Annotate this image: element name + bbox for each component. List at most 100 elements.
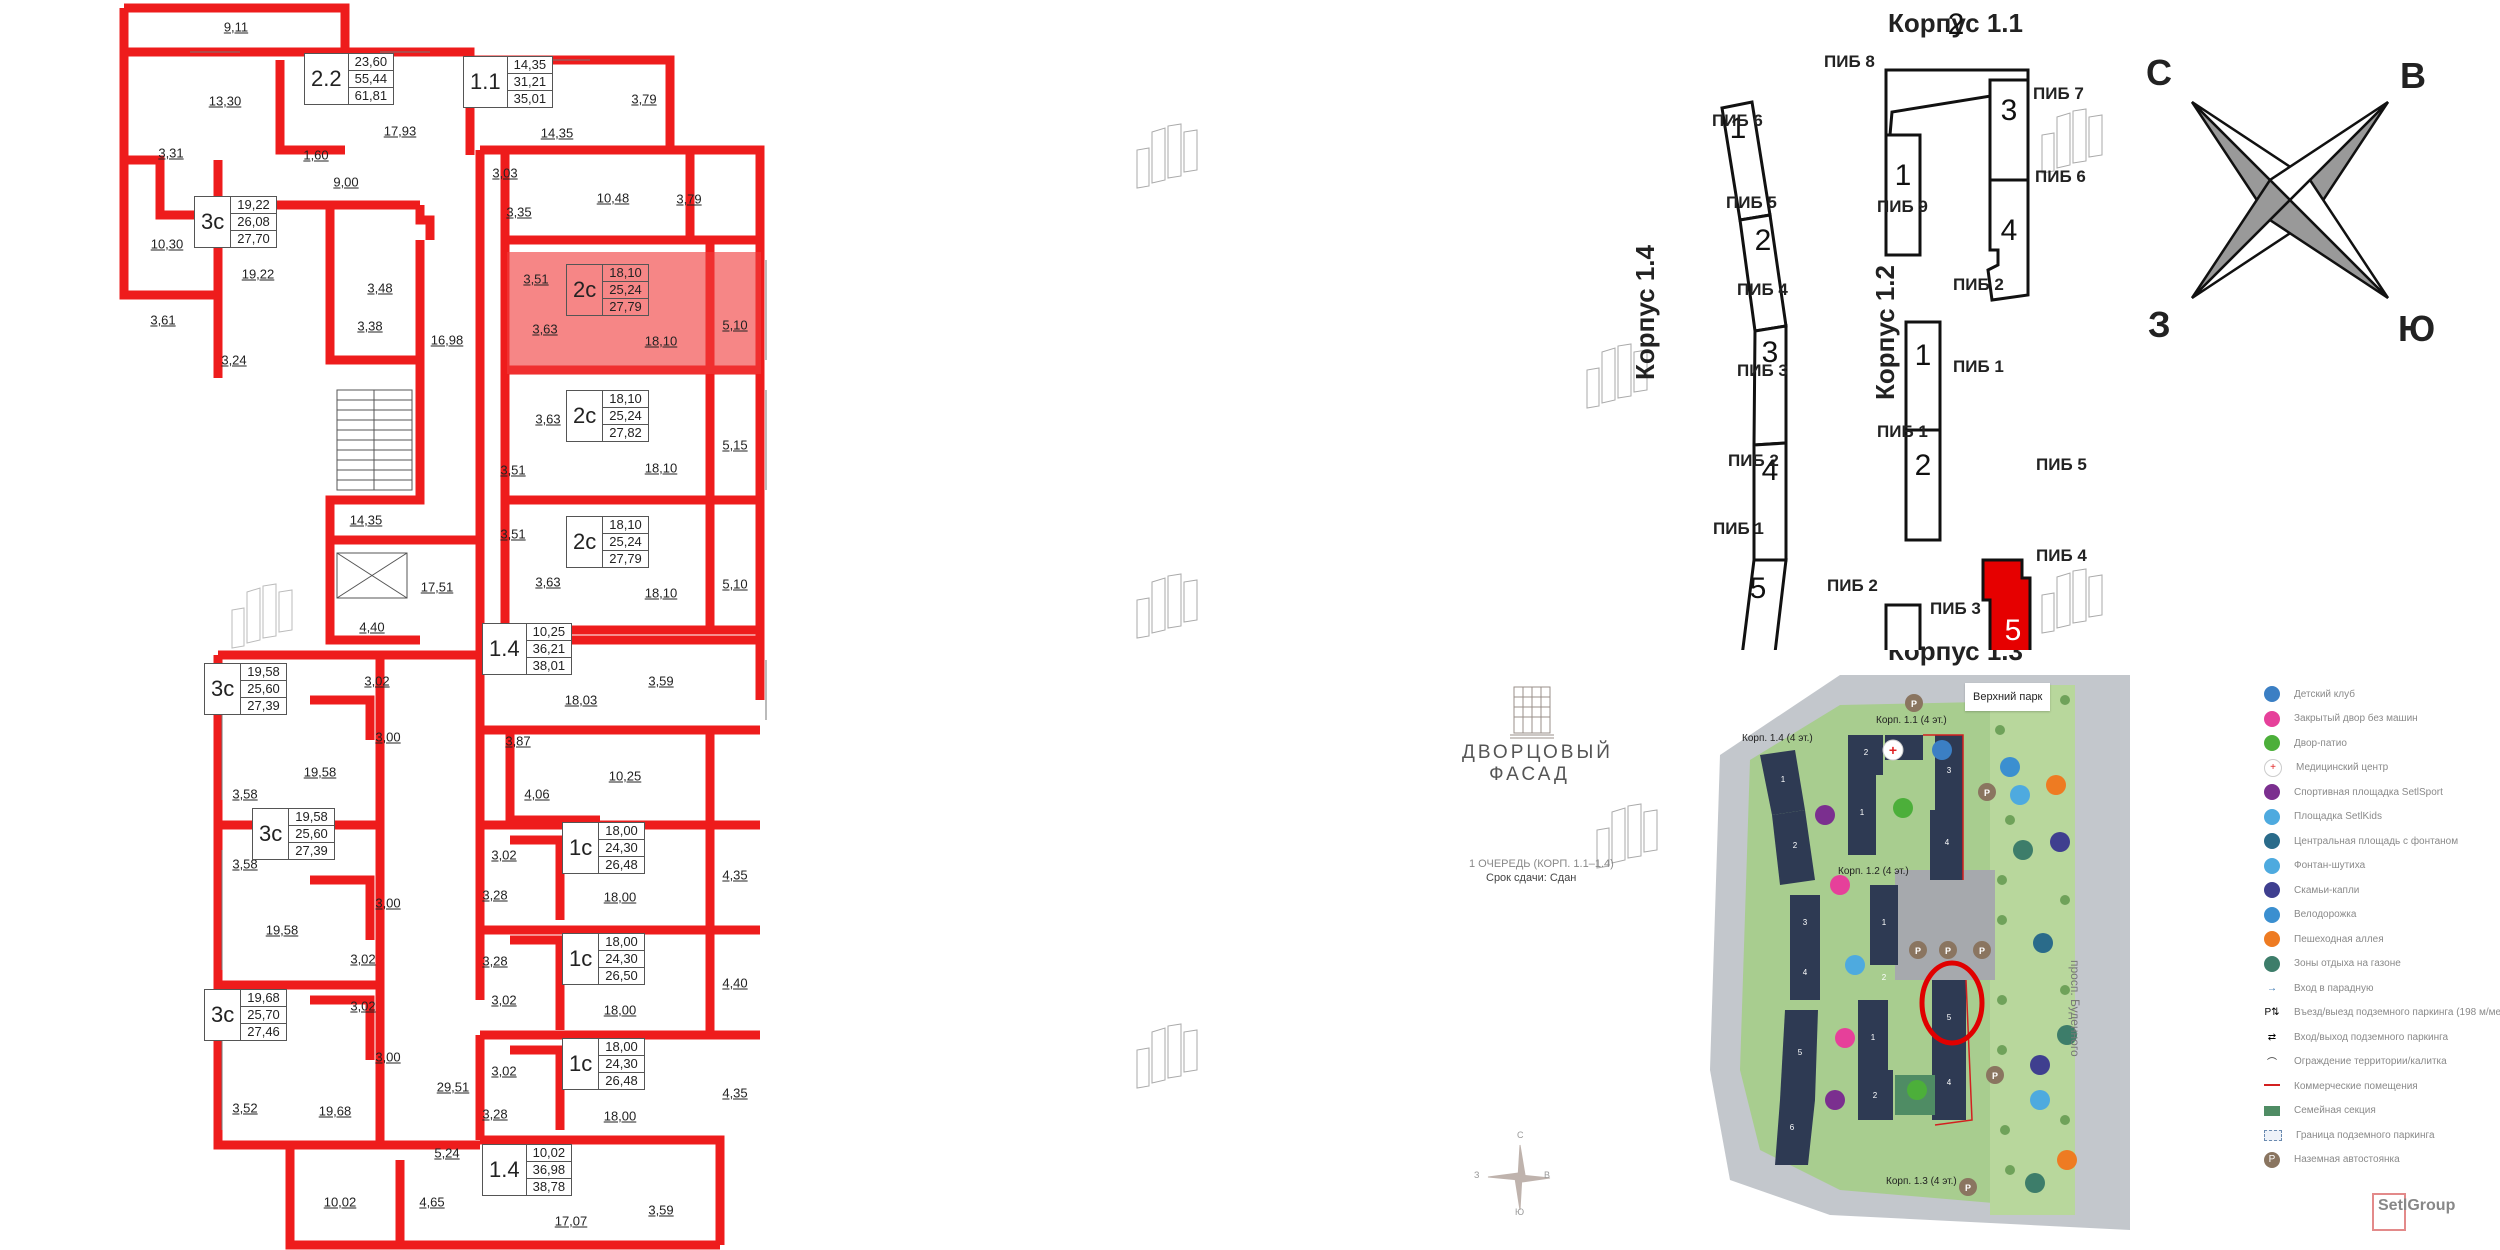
legend-label: Вход в парадную (2294, 982, 2374, 994)
room-area-label: 13,30 (208, 93, 242, 109)
svg-text:1: 1 (1730, 112, 1747, 145)
room-area-label: 3,02 (350, 998, 376, 1014)
room-area-label: 3,51 (523, 271, 549, 287)
fountain-icon (2264, 857, 2280, 874)
living-area: 18,10 (603, 265, 648, 282)
street-label: просп. Буденного (2068, 960, 2082, 1057)
room-area-label: 10,30 (150, 236, 184, 252)
unit-type: 1.1 (464, 57, 508, 107)
svg-text:1: 1 (1895, 159, 1912, 192)
small-compass-n: С (1517, 1130, 1524, 1140)
svg-text:3: 3 (2001, 94, 2018, 127)
total-area-with-balcony: 61,81 (354, 88, 388, 103)
legend-label: Двор-патио (2294, 737, 2347, 749)
compass-east-label: В (2400, 55, 2426, 96)
room-area-label: 3,02 (350, 951, 376, 967)
brand-name: ДВОРЦОВЫЙ ФАСАД (1462, 742, 1613, 786)
selected-apartment-highlight[interactable] (507, 252, 761, 374)
total-area-with-balcony: 26,48 (605, 857, 638, 872)
total-area-with-balcony: 27,70 (237, 231, 270, 246)
selected-section-5[interactable] (1981, 558, 2032, 650)
watermark-logo-icon (1586, 343, 1648, 409)
elevator-shaft (336, 552, 408, 599)
living-area: 18,10 (603, 517, 648, 534)
svg-text:P: P (1911, 699, 1917, 709)
legend-label: Зоны отдыха на газоне (2294, 958, 2401, 969)
watermark-logo-icon (1596, 803, 1658, 869)
room-area-label: 3,59 (648, 673, 674, 689)
korpus-1-1-title: Корпус 1.1 (1888, 8, 2023, 38)
room-area-label: 3,58 (232, 786, 258, 802)
room-area-label: 18,00 (603, 1002, 637, 1018)
kids-club-icon (2264, 686, 2280, 702)
small-compass-icon (1487, 1144, 1551, 1211)
korp-1-4-label: Корп. 1.4 (4 эт.) (1742, 733, 1813, 744)
svg-text:3: 3 (1762, 336, 1779, 369)
legend-item: Двор-патио (2264, 732, 2347, 754)
room-area-label: 18,03 (564, 692, 598, 708)
pedestrian-alley-icon (2264, 931, 2280, 947)
total-area-with-balcony: 27,79 (609, 551, 642, 566)
parking-border-icon (2264, 1129, 2282, 1141)
room-area-label: 5,10 (722, 317, 748, 333)
room-area-label: 3,63 (535, 411, 561, 427)
svg-text:2: 2 (1755, 224, 1772, 257)
room-area-label: 16,98 (430, 332, 464, 348)
living-area: 19,22 (231, 197, 276, 214)
legend-item: Фонтан-шутиха (2264, 855, 2365, 877)
room-area-label: 18,10 (644, 333, 678, 349)
watermark-logo-icon (231, 583, 293, 649)
total-area: 26,08 (231, 214, 276, 231)
room-area-label: 1,60 (303, 147, 329, 163)
watermark-logo-icon (2041, 108, 2103, 174)
legend-item: ⇄Вход/выход подземного паркинга (2264, 1026, 2448, 1048)
medical-center-icon: + (2264, 758, 2282, 777)
legend-item: Закрытый двор без машин (2264, 708, 2418, 730)
svg-text:P: P (1965, 1183, 1971, 1193)
living-area: 18,00 (599, 1039, 644, 1056)
room-area-label: 3,63 (535, 574, 561, 590)
room-area-label: 14,35 (540, 125, 574, 141)
svg-text:1: 1 (1871, 1033, 1876, 1042)
parking-entry-icon: P⇅ (2264, 1007, 2280, 1018)
legend-label: Закрытый двор без машин (2294, 713, 2418, 724)
total-area: 25,24 (603, 408, 648, 425)
room-area-label: 17,93 (383, 123, 417, 139)
unit-type: 3с (205, 990, 242, 1040)
brand-name-line-2: ФАСАД (1489, 764, 1570, 785)
room-area-label: 3,00 (375, 729, 401, 745)
pib-label: ПИБ 6 (1712, 111, 1763, 130)
legend-label: Спортивная площадка SetlSport (2294, 786, 2443, 798)
compass-rose-icon (2190, 100, 2390, 300)
commercial-line-icon (2264, 1084, 2280, 1088)
fountain-square-icon (2264, 833, 2280, 849)
legend-item: P⇅Въезд/выезд подземного паркинга (198 м… (2264, 1002, 2500, 1024)
benches-icon (2264, 882, 2280, 898)
brand-name-line-1: ДВОРЦОВЫЙ (1462, 742, 1613, 763)
room-area-label: 19,58 (265, 922, 299, 938)
watermark-logo-icon (2041, 568, 2103, 634)
unit-type: 1с (563, 1039, 600, 1089)
legend-item: Спортивная площадка SetlSport (2264, 781, 2443, 803)
room-area-label: 10,25 (608, 768, 642, 784)
entrance-arrow-icon: → (2267, 982, 2277, 994)
room-area-label: 3,51 (500, 462, 526, 478)
svg-text:P: P (1984, 788, 1990, 798)
room-area-label: 3,02 (491, 992, 517, 1008)
svg-text:5: 5 (1947, 1013, 1952, 1022)
